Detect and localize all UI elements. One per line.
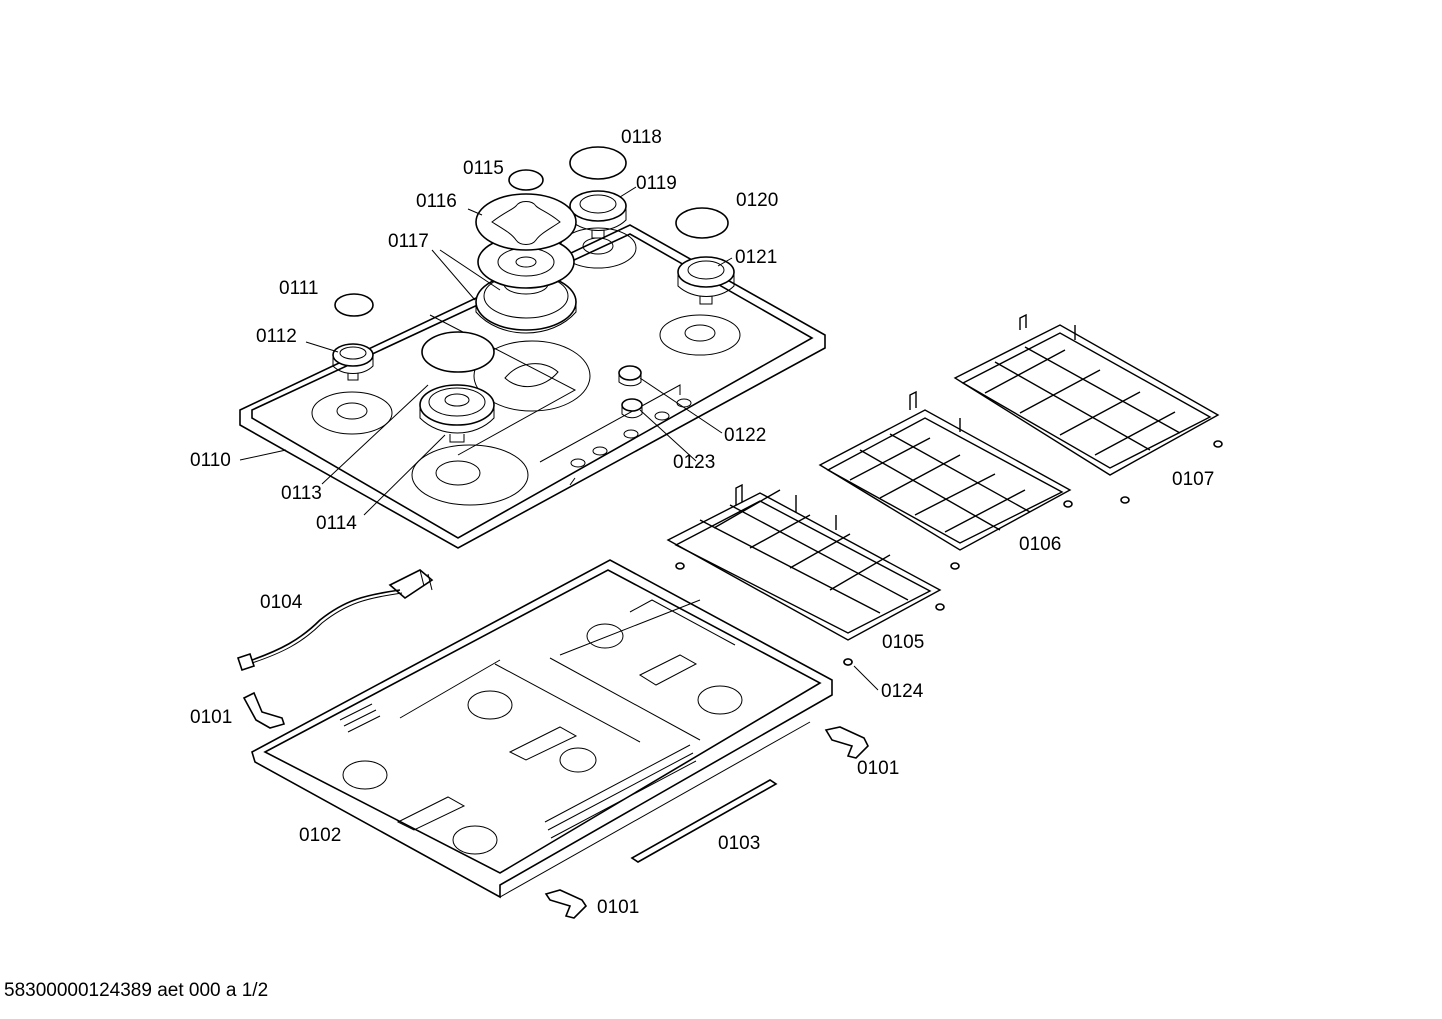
label-0101-right: 0101	[857, 758, 899, 779]
label-0102: 0102	[299, 825, 341, 846]
burner-cap-small	[334, 293, 374, 317]
label-0119: 0119	[636, 173, 677, 194]
label-0103: 0103	[718, 833, 760, 854]
seal-strip	[630, 779, 778, 863]
label-0115: 0115	[463, 158, 504, 179]
label-0118: 0118	[621, 127, 662, 148]
fixing-clamp-right	[824, 726, 869, 759]
label-0121: 0121	[735, 247, 777, 268]
wok-burner	[475, 235, 577, 334]
label-0106: 0106	[1019, 534, 1061, 555]
label-0113: 0113	[281, 483, 322, 504]
ignition-button	[618, 365, 642, 387]
label-0114: 0114	[316, 513, 357, 534]
burner-small	[332, 343, 374, 381]
pan-support-rear	[953, 313, 1223, 504]
burner-cap-auxiliary	[508, 169, 544, 191]
label-0110: 0110	[190, 450, 231, 471]
burner-cap-large	[421, 331, 495, 373]
label-0116: 0116	[416, 191, 457, 212]
control-knob	[621, 398, 643, 419]
leader-lines	[239, 186, 879, 691]
label-0124: 0124	[881, 681, 924, 702]
label-0111: 0111	[279, 278, 318, 299]
power-cable	[236, 569, 434, 672]
burner-large	[419, 384, 495, 443]
label-0122: 0122	[724, 425, 766, 446]
base-tray	[251, 559, 833, 899]
fixing-clamp-bottom	[544, 889, 588, 919]
fixing-clamp-left	[242, 691, 286, 729]
label-0101-left: 0101	[190, 707, 232, 728]
label-0123: 0123	[673, 452, 715, 473]
rubber-foot	[843, 658, 853, 666]
wok-burner-cap	[475, 193, 577, 251]
label-0104: 0104	[260, 592, 303, 613]
burner-cap-medium-rear	[569, 146, 627, 180]
burner-cap-medium-right	[675, 207, 729, 239]
label-0117: 0117	[388, 231, 429, 252]
label-0107: 0107	[1172, 469, 1214, 490]
label-0120: 0120	[736, 190, 778, 211]
part-labels: 0118 0115 0119 0116 0120 0117 0121 0111 …	[190, 127, 1214, 918]
label-0105: 0105	[882, 632, 924, 653]
drawing-reference: 58300000124389 aet 000 a 1/2	[4, 980, 269, 1001]
label-0101-bottom: 0101	[597, 897, 639, 918]
label-0112: 0112	[256, 326, 297, 347]
pan-support-middle	[818, 390, 1073, 570]
